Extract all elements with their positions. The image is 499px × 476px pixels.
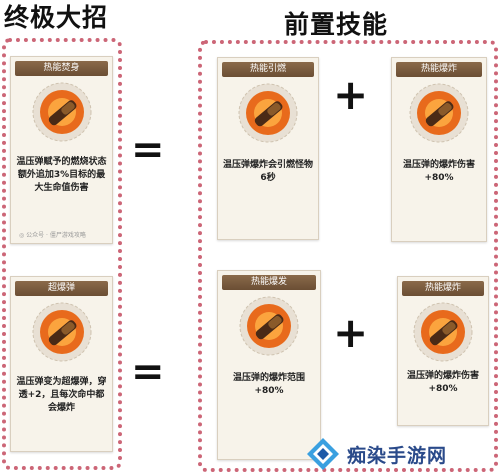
ultimate-heading: 终极大招 bbox=[4, 3, 109, 32]
prerequisite-card-3[interactable]: 热能爆发 温压弹的爆炸范围+80% bbox=[217, 270, 321, 460]
prerequisite-heading: 前置技能 bbox=[284, 10, 389, 39]
thermobaric-shell-icon bbox=[32, 302, 92, 362]
equals-sign: = bbox=[131, 349, 165, 395]
card-description: 温压弹的爆炸范围+80% bbox=[232, 373, 305, 396]
thermobaric-shell-icon bbox=[413, 302, 473, 362]
card-description: 温压弹爆炸会引燃怪物6秒 bbox=[223, 160, 314, 183]
card-title: 热能爆炸 bbox=[402, 281, 484, 296]
thermobaric-shell-icon bbox=[32, 82, 92, 142]
logo-icon bbox=[305, 436, 341, 472]
thermobaric-shell-icon bbox=[409, 83, 469, 143]
card-description: 温压弹的爆炸伤害+80% bbox=[406, 371, 479, 394]
site-logo-text: 痴染手游网 bbox=[347, 444, 448, 467]
prerequisite-card-1[interactable]: 热能引燃 温压弹爆炸会引燃怪物6秒 bbox=[217, 57, 319, 240]
card-description: 温压弹的爆炸伤害+80% bbox=[402, 160, 475, 183]
thermobaric-shell-icon bbox=[239, 296, 299, 356]
equals-sign: = bbox=[131, 127, 165, 173]
small-watermark: ◎ 公众号 · 僵尸游戏攻略 bbox=[19, 232, 86, 239]
prerequisite-frame bbox=[198, 40, 498, 472]
card-description: 温压弹变为超爆弹，穿透+2，且每次命中都会爆炸 bbox=[16, 377, 107, 413]
ultimate-card-1[interactable]: 热能焚身 温压弹赋予的燃烧状态额外追加3%目标的最大生命值伤害 ◎ 公众号 · … bbox=[10, 56, 113, 244]
card-title: 热能引燃 bbox=[222, 62, 314, 77]
prerequisite-card-2[interactable]: 热能爆炸 温压弹的爆炸伤害+80% bbox=[391, 57, 487, 242]
thermobaric-shell-icon bbox=[238, 83, 298, 143]
ultimate-card-2[interactable]: 超爆弹 温压弹变为超爆弹，穿透+2，且每次命中都会爆炸 bbox=[10, 276, 113, 452]
card-title: 热能焚身 bbox=[15, 61, 108, 76]
card-description: 温压弹赋予的燃烧状态额外追加3%目标的最大生命值伤害 bbox=[16, 157, 107, 193]
plus-sign: + bbox=[333, 308, 369, 357]
plus-sign: + bbox=[333, 70, 369, 119]
card-title: 热能爆发 bbox=[222, 275, 316, 290]
card-title: 超爆弹 bbox=[15, 281, 108, 296]
ultimate-frame bbox=[2, 38, 122, 470]
prerequisite-card-4[interactable]: 热能爆炸 温压弹的爆炸伤害+80% bbox=[397, 276, 489, 426]
card-title: 热能爆炸 bbox=[396, 62, 482, 77]
site-logo: 痴染手游网 bbox=[305, 436, 495, 472]
